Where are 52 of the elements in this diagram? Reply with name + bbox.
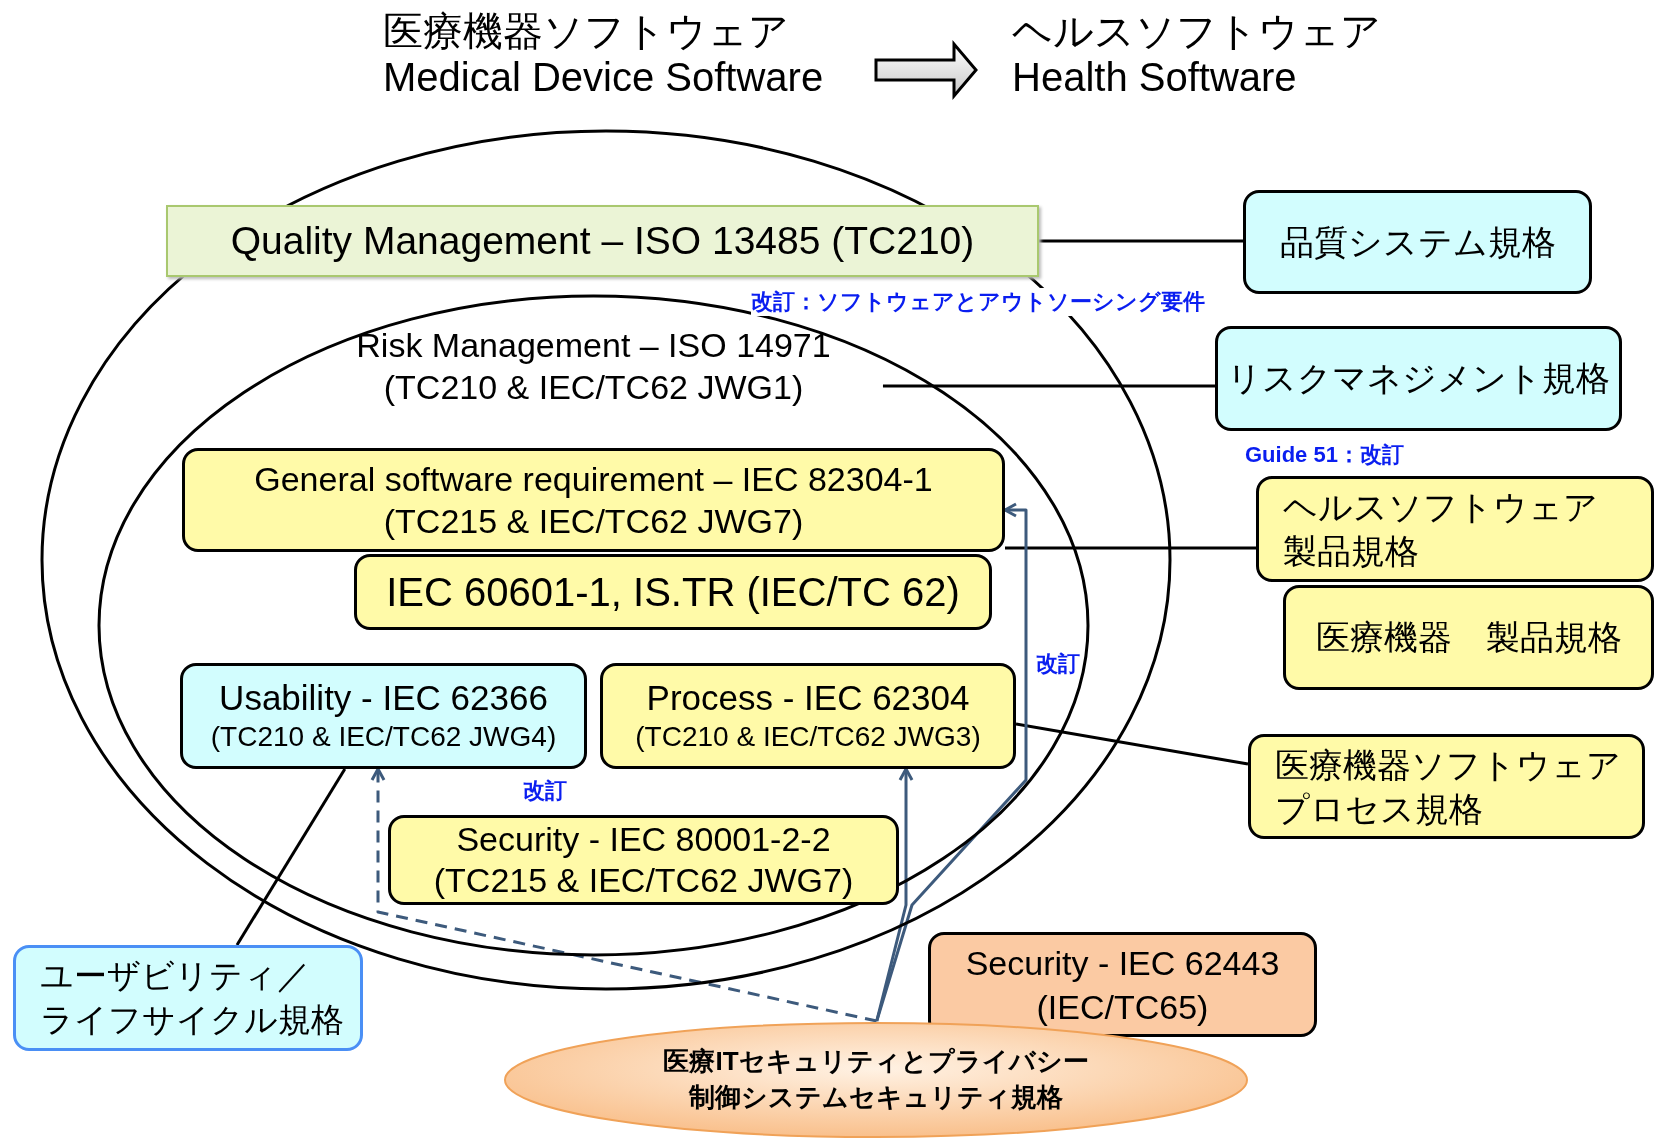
connector-line bbox=[882, 384, 1215, 388]
category-box bbox=[1283, 585, 1654, 690]
english-heading: Medical Device Software bbox=[383, 54, 824, 100]
revision-note: 改訂：ソフトウェアとアウトソーシング要件 bbox=[751, 288, 1205, 316]
category-box bbox=[1248, 734, 1645, 839]
revision-note: 改訂 bbox=[1036, 650, 1080, 678]
category-text: ライフサイクル規格 bbox=[40, 1000, 344, 1040]
standard-box bbox=[600, 663, 1016, 769]
category-text: 制御システムセキュリティ規格 bbox=[689, 1081, 1063, 1114]
standard-name: General software requirement – IEC 82304-1 bbox=[254, 459, 933, 500]
standard-name: Risk Management – ISO 14971 bbox=[356, 325, 831, 366]
arrow bbox=[875, 767, 914, 1022]
connector-line bbox=[1005, 546, 1256, 550]
category-box bbox=[1256, 476, 1654, 582]
committee-name: (TC210 & IEC/TC62 JWG4) bbox=[210, 720, 557, 754]
standard-box bbox=[388, 815, 899, 905]
block-arrow bbox=[874, 39, 978, 101]
standard-box bbox=[180, 663, 587, 769]
committee-name: (TC210 & IEC/TC62 JWG3) bbox=[635, 720, 981, 754]
category-text: 医療機器ソフトウェアプロセス規格 bbox=[1275, 744, 1622, 830]
category-text: ヘルスソフトウェア製品規格 bbox=[1283, 487, 1599, 572]
standard-name: Security - IEC 62443 bbox=[965, 942, 1280, 984]
category-box bbox=[1215, 326, 1622, 431]
category-text: ユーザビリティ／ bbox=[40, 956, 310, 996]
standard-name: IEC 60601-1, IS.TR (IEC/TC 62) bbox=[386, 569, 960, 616]
standard-box bbox=[182, 448, 1005, 552]
standard-box bbox=[166, 205, 1039, 277]
standard-name: Usability - IEC 62366 bbox=[219, 677, 548, 719]
category-text: リスクマネジメント規格 bbox=[1227, 358, 1610, 399]
category-text: 医療ITセキュリティとプライバシー bbox=[663, 1045, 1089, 1078]
standard-name: Process - IEC 62304 bbox=[646, 677, 970, 719]
connector-line bbox=[1015, 722, 1249, 766]
japanese-heading: 医療機器ソフトウェア bbox=[383, 8, 789, 54]
standard-name: Security - IEC 80001-2-2 bbox=[456, 819, 831, 860]
category-text: 医療機器 製品規格 bbox=[1315, 617, 1622, 658]
committee-name: (TC210 & IEC/TC62 JWG1) bbox=[383, 367, 804, 408]
revision-note: 改訂 bbox=[523, 777, 567, 805]
committee-name: (TC215 & IEC/TC62 JWG7) bbox=[383, 501, 804, 542]
committee-name: (TC215 & IEC/TC62 JWG7) bbox=[433, 860, 854, 901]
connector-line bbox=[1039, 239, 1243, 243]
arrow bbox=[370, 767, 878, 1023]
connector-line bbox=[235, 768, 347, 946]
english-heading: Health Software bbox=[1012, 54, 1297, 100]
standard-box bbox=[354, 554, 992, 630]
category-box bbox=[13, 945, 363, 1051]
committee-name: (IEC/TC65) bbox=[1036, 986, 1209, 1028]
revision-note: Guide 51：改訂 bbox=[1245, 441, 1404, 469]
standard-name: Quality Management – ISO 13485 (TC210) bbox=[230, 217, 975, 264]
category-text: 品質システム規格 bbox=[1279, 221, 1556, 263]
japanese-heading: ヘルスソフトウェア bbox=[1012, 8, 1381, 54]
standard-box bbox=[928, 932, 1317, 1037]
category-box bbox=[1243, 190, 1592, 294]
